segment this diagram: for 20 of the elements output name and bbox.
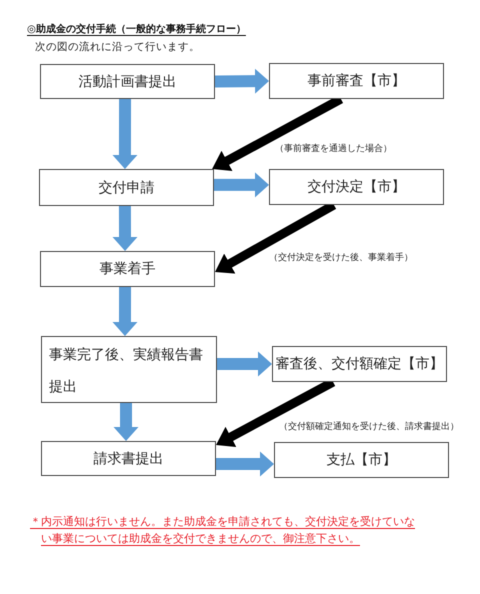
block-arrow [112,286,138,336]
block-arrow [112,206,138,252]
process-box: 事業着手 [40,251,215,287]
process-box: 交付申請 [39,169,214,206]
process-box: 支払【市】 [274,442,449,478]
intro-text: 次の図の流れに沿って行います。 [35,40,200,54]
block-arrow [114,403,139,441]
block-arrow [112,98,138,170]
block-arrow [214,68,270,94]
process-box: 請求書提出 [41,441,216,476]
block-arrow [216,452,274,476]
note-text: ＊内示通知は行いません。また助成金を申請されても、交付決定を受けていない事業については助成金を交付できませんので、御注意下さい。 [30,514,416,547]
process-box: 活動計画書提出 [40,64,215,99]
title: ◎助成金の交付手続（一般的な事務手続フロー） [27,22,246,36]
block-arrow [214,172,269,198]
process-box: 審査後、交付額確定【市】 [272,346,447,382]
block-arrow [217,352,272,376]
process-box: 事業完了後、実績報告書提出 [41,336,217,403]
process-box: 交付決定【市】 [269,169,444,205]
process-box: 事前審査【市】 [269,63,444,99]
